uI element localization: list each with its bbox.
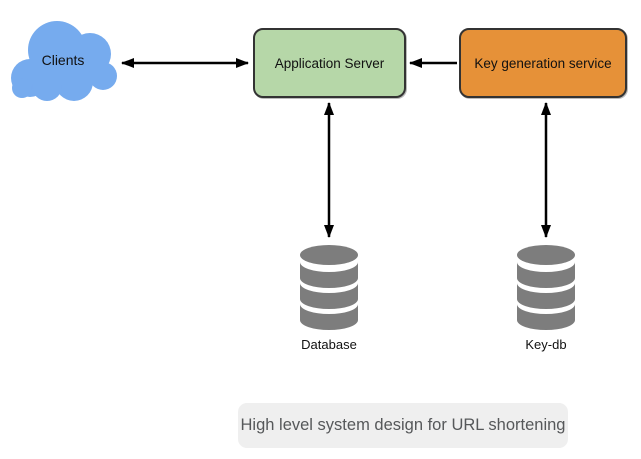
clients-node-label: Clients (41, 52, 85, 68)
clients-cloud-shape (11, 21, 117, 101)
key-generation-service-node: Key generation service (459, 28, 627, 98)
application-server-node: Application Server (253, 28, 406, 98)
database-cylinder-icon (300, 245, 358, 330)
application-server-label: Application Server (274, 55, 385, 71)
diagram-caption: High level system design for URL shorten… (238, 403, 568, 448)
keydb-node-label: Key-db (525, 337, 567, 352)
database-node-label: Database (301, 337, 357, 352)
key-generation-service-label: Key generation service (474, 55, 612, 71)
keydb-cylinder-icon (517, 245, 575, 330)
